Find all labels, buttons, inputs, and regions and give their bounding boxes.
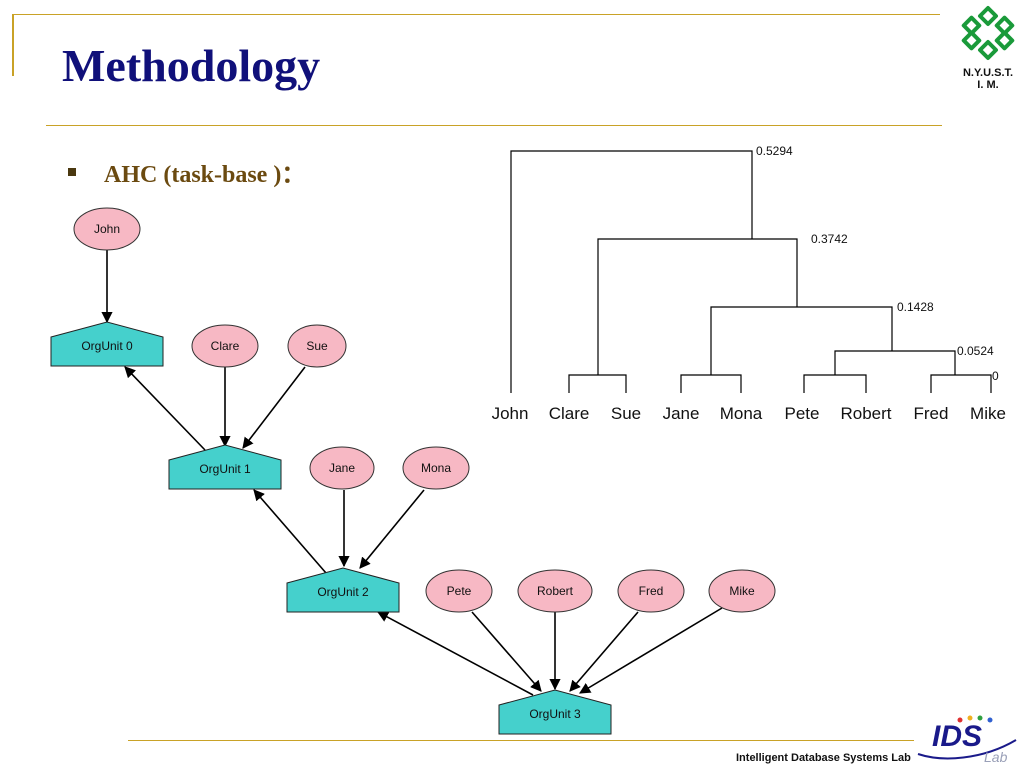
dendro-link-3742	[597, 238, 798, 375]
node-jane	[309, 446, 375, 490]
dendrogram	[510, 150, 992, 393]
label-mike: Mike	[729, 584, 755, 598]
node-orgunit-2	[286, 567, 400, 613]
footer-rule	[128, 740, 914, 741]
dendro-link-pete-robert	[803, 374, 867, 393]
label-jane: Jane	[329, 461, 355, 475]
label-john: John	[94, 222, 120, 236]
dendro-height-0524: 0.0524	[957, 344, 994, 358]
node-fred	[617, 569, 685, 613]
footer-text: Intelligent Database Systems Lab	[736, 752, 911, 764]
dendro-link-fred-mike	[930, 374, 992, 393]
edge-mike-u3	[579, 607, 723, 694]
nyust-emblem-icon	[961, 6, 1015, 60]
dendro-leaf-fred: Fred	[914, 404, 949, 423]
ids-lab-logo: IDS Lab	[917, 715, 1017, 765]
logo-stars-icon	[957, 715, 993, 723]
label-orgunit-1: OrgUnit 1	[199, 462, 251, 476]
bullet-text: AHC (task-base )：	[104, 162, 306, 188]
node-robert	[517, 569, 593, 613]
edge-mona-u2	[359, 489, 425, 569]
bullet-marker	[68, 168, 76, 176]
dendro-leaf-john: John	[492, 404, 529, 423]
dendro-link-jane-mona	[680, 374, 742, 393]
label-orgunit-3: OrgUnit 3	[529, 707, 581, 721]
dendro-height-3742: 0.3742	[811, 232, 848, 246]
dendro-link-clare-sue	[568, 374, 627, 393]
node-orgunit-1	[168, 444, 282, 490]
dendro-height-0: 0	[992, 369, 999, 383]
node-orgunit-0	[50, 321, 164, 367]
dendro-leaf-robert: Robert	[840, 404, 891, 423]
label-mona: Mona	[421, 461, 451, 475]
label-sue: Sue	[306, 339, 328, 353]
dendro-leaf-clare: Clare	[549, 404, 590, 423]
slide-title: Methodology	[62, 40, 321, 91]
label-pete: Pete	[447, 584, 472, 598]
dendro-leaf-mike: Mike	[970, 404, 1006, 423]
node-orgunit-3	[498, 689, 612, 735]
dendro-height-1428: 0.1428	[897, 300, 934, 314]
node-clare	[191, 324, 259, 368]
frame-top-rule	[12, 14, 940, 15]
node-mona	[402, 446, 470, 490]
dendro-link-0524	[834, 350, 956, 375]
dendro-link-5294	[510, 150, 753, 393]
edge-u3-u2	[377, 611, 534, 696]
edge-pete-u3	[471, 611, 542, 692]
dendro-leaf-jane: Jane	[663, 404, 700, 423]
node-sue	[287, 324, 347, 368]
label-clare: Clare	[211, 339, 240, 353]
node-pete	[425, 569, 493, 613]
nyust-logo: N.Y.U.S.T. I. M.	[956, 4, 1020, 91]
logo-line-2: I. M.	[977, 79, 999, 91]
edge-u1-u0	[124, 366, 206, 451]
edge-fred-u3	[569, 611, 639, 692]
node-john	[73, 207, 141, 251]
dendro-leaf-mona: Mona	[720, 404, 763, 423]
node-mike	[708, 569, 776, 613]
dendro-leaf-pete: Pete	[785, 404, 820, 423]
logo-lab-text: Lab	[984, 749, 1008, 765]
label-robert: Robert	[537, 584, 574, 598]
logo-swoosh-icon	[917, 739, 1017, 760]
logo-line-1: N.Y.U.S.T.	[962, 67, 1014, 79]
label-orgunit-2: OrgUnit 2	[317, 585, 369, 599]
label-orgunit-0: OrgUnit 0	[81, 339, 133, 353]
edge-sue-u1	[242, 366, 306, 449]
dendro-leaf-sue: Sue	[611, 404, 641, 423]
logo-ids-text: IDS	[932, 720, 982, 753]
title-rule	[46, 125, 942, 126]
dendro-link-1428	[710, 306, 893, 375]
dendro-height-5294: 0.5294	[756, 144, 793, 158]
edge-u2-u1	[253, 489, 327, 574]
frame-left-accent	[12, 14, 14, 76]
label-fred: Fred	[639, 584, 664, 598]
